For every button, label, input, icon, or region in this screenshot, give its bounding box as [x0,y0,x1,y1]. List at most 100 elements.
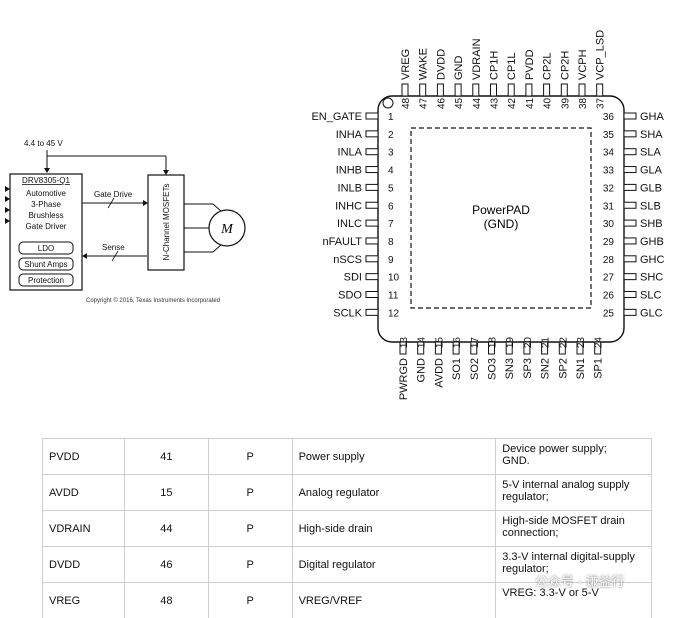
pin-number-right: 32 [603,183,615,194]
pin-lead [366,113,378,119]
pin-number-bottom: 19 [505,337,516,349]
pin-lead [624,256,636,262]
pin-lead [437,84,443,96]
pin-name-right: GLC [640,307,663,319]
pin-name-cell: VDRAIN [43,511,125,547]
pin-number-bottom: 18 [488,337,499,349]
pin-name-top: GND [453,56,465,81]
pin-number-left: 9 [388,255,394,266]
pin-function-cell: Analog regulator [292,475,496,511]
watermark: 公众号 · 谦益行 [535,571,625,590]
shunt-amps-label: Shunt Amps [24,260,67,269]
pin-lead [508,84,514,96]
pin-lead [624,292,636,298]
pin-description-line: GND. [502,455,645,467]
pin-lead [561,84,567,96]
pin-name-right: GLA [640,165,663,177]
gate-drive-label: Gate Drive [94,190,133,199]
pin-name-bottom: SO2 [469,358,481,380]
pin-lead [366,220,378,226]
pin-name-left: nSCS [333,254,362,266]
pin-lead [624,220,636,226]
pin-number-top: 38 [578,97,589,109]
pin-lead [366,274,378,280]
pin-lead [624,238,636,244]
pin-number-bottom: 14 [417,337,428,349]
pin-number-right: 25 [603,308,615,319]
pin-name-bottom: GND [416,358,428,383]
pin-name-cell: VREG [43,583,125,618]
pin-description-line: 5-V internal analog supply regulator; [502,479,645,503]
pin-name-left: INLB [338,182,362,194]
pin-lead [597,84,603,96]
pin-number-bottom: 20 [523,337,534,349]
pin-name-cell: DVDD [43,547,125,583]
pin-name-right: GLB [640,182,662,194]
pin-name-top: VCP_LSD [595,30,607,80]
pin-description-line: Device power supply; [502,443,645,455]
pin-name-top: CP1L [506,52,518,80]
pin-lead [366,202,378,208]
pin-number-left: 11 [388,291,399,302]
pin-description-line: High-side MOSFET drain connection; [502,515,645,539]
pin-number-right: 35 [603,130,615,141]
pin-name-left: INHB [336,165,362,177]
pin-name-left: INLC [337,218,362,230]
fets-supply-arrow-icon [163,170,169,175]
pin-lead [624,131,636,137]
pin-number-bottom: 21 [541,337,552,349]
driver-part-number: DRV8305-Q1 [22,176,70,185]
pin-type-cell: P [208,475,292,511]
mosfets-label: N-Channel MOSFETs [162,184,171,261]
pin-number-bottom: 15 [434,337,445,349]
pin-function-cell: Digital regulator [292,547,496,583]
pin-number-left: 6 [388,201,394,212]
pin-name-right: SLC [640,290,661,302]
pin-type-cell: P [208,547,292,583]
pin-number-left: 4 [388,166,394,177]
pin-number-bottom: 23 [576,337,587,349]
pin-lead [366,149,378,155]
pin-lead [579,84,585,96]
pin-name-top: CP1H [489,51,501,80]
pin-name-top: VCPH [577,49,589,80]
pin-name-bottom: SO1 [451,358,463,380]
pin-name-right: SHA [640,129,663,141]
pin-name-left: nFAULT [322,236,362,248]
pin-lead [624,167,636,173]
driver-desc-line-3: Brushless [28,211,63,220]
pin-number-top: 37 [596,97,607,109]
pin-lead [624,202,636,208]
pin-name-bottom: AVDD [433,358,445,388]
pin-name-right: SLA [640,147,661,159]
pin-number-left: 2 [388,130,394,141]
pin-number-top: 39 [560,97,571,109]
pin-number-right: 33 [603,166,615,177]
sense-label: Sense [102,243,125,252]
pin-number-left: 12 [388,308,400,319]
pin-number-right: 26 [603,291,615,302]
pin-name-left: SDI [344,272,362,284]
pin-number-right: 27 [603,273,615,284]
pin-name-right: SLB [640,200,661,212]
pin-number-bottom: 17 [470,337,481,349]
pin-number-left: 3 [388,148,394,159]
pin-name-bottom: SP3 [522,358,534,379]
system-block-diagram: 4.4 to 45 V DRV8305-Q1 Automotive 3-Phas… [5,139,245,304]
pin-number-cell: 44 [124,511,208,547]
pin-name-right: GHC [640,254,665,266]
pin-name-left: INLA [338,147,363,159]
driver-desc-line-1: Automotive [26,189,67,198]
pin-lead [624,309,636,315]
pin-name-right: GHB [640,236,664,248]
copyright-note: Copyright © 2016, Texas Instruments Inco… [86,297,220,304]
gate-drive-arrow-icon [143,200,148,206]
pin-number-top: 40 [543,97,554,109]
pin-lead [366,131,378,137]
pin-number-top: 46 [436,97,447,109]
pin-number-left: 8 [388,237,394,248]
pin-number-right: 34 [603,148,615,159]
